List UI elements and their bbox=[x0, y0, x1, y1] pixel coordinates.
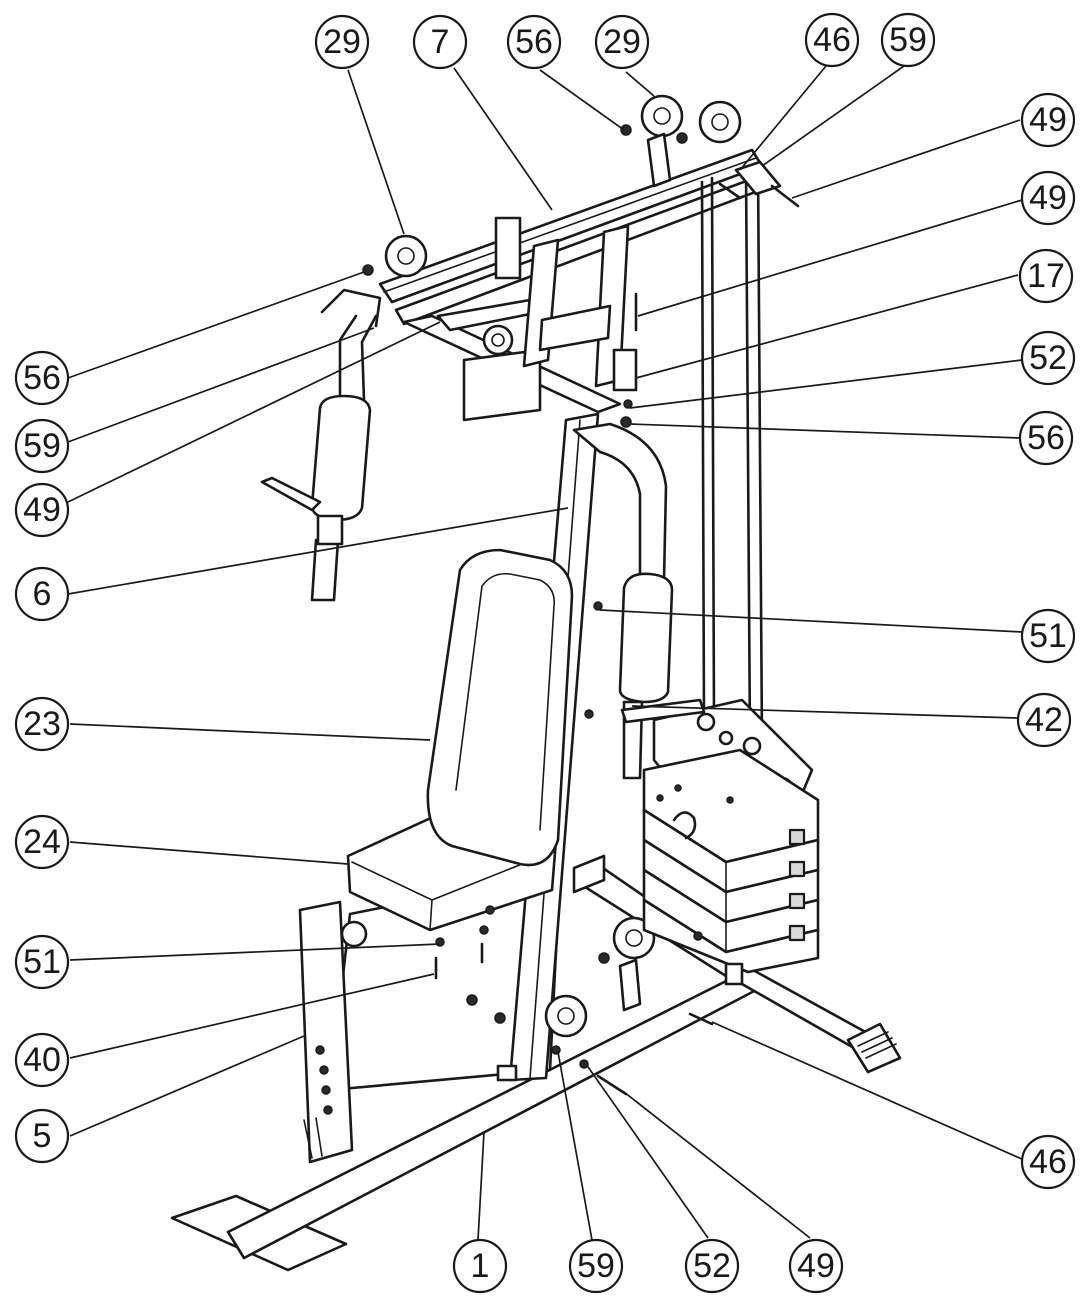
left-top-hook bbox=[320, 288, 382, 328]
svg-text:6: 6 bbox=[33, 575, 52, 613]
callout-23: 23 bbox=[14, 696, 70, 752]
left-top-pulley bbox=[384, 234, 428, 278]
callout-29-top-right: 29 bbox=[594, 14, 650, 70]
top-right-bolt bbox=[770, 184, 800, 208]
top-crossbar-lower bbox=[394, 174, 768, 326]
rear-junction bbox=[724, 962, 744, 986]
guide-rod-right bbox=[744, 168, 752, 744]
top-pulley-2 bbox=[698, 100, 742, 144]
callout-17: 17 bbox=[1018, 248, 1074, 304]
selector-pin bbox=[620, 698, 706, 724]
pulley-bracket-top bbox=[646, 132, 672, 188]
callout-52-right: 52 bbox=[1020, 330, 1076, 386]
svg-text:56: 56 bbox=[23, 359, 61, 397]
svg-text:51: 51 bbox=[1029, 617, 1067, 655]
svg-text:40: 40 bbox=[23, 1041, 61, 1079]
svg-text:17: 17 bbox=[1027, 257, 1065, 295]
lower-pulley-front bbox=[544, 994, 588, 1038]
callout-40: 40 bbox=[14, 1032, 70, 1088]
callout-42: 42 bbox=[1016, 692, 1072, 748]
callout-7: 7 bbox=[412, 14, 468, 70]
home-gym-machine bbox=[170, 94, 902, 1272]
left-handle-stub bbox=[260, 476, 322, 512]
front-post-pivot bbox=[340, 920, 368, 948]
svg-text:49: 49 bbox=[23, 491, 61, 529]
callout-51-right: 51 bbox=[1020, 608, 1076, 664]
left-arm-collar bbox=[316, 514, 344, 546]
upright-foot bbox=[496, 1064, 518, 1082]
svg-text:46: 46 bbox=[1029, 1143, 1067, 1181]
svg-text:49: 49 bbox=[1029, 179, 1067, 217]
front-post bbox=[298, 900, 354, 1164]
callout-1: 1 bbox=[452, 1238, 508, 1294]
svg-text:49: 49 bbox=[797, 1247, 835, 1285]
svg-text:52: 52 bbox=[1029, 339, 1067, 377]
svg-text:29: 29 bbox=[603, 23, 641, 61]
svg-text:56: 56 bbox=[515, 23, 553, 61]
callout-49-right-2: 49 bbox=[1020, 170, 1076, 226]
svg-text:51: 51 bbox=[23, 943, 61, 981]
svg-text:24: 24 bbox=[23, 823, 61, 861]
back-pad bbox=[426, 548, 574, 867]
callouts: 29 7 56 29 46 59 49 49 17 52 56 56 59 49… bbox=[14, 12, 1076, 1294]
callout-49-left: 49 bbox=[14, 482, 70, 538]
svg-text:52: 52 bbox=[693, 1247, 731, 1285]
callout-24: 24 bbox=[14, 814, 70, 870]
callout-56-top: 56 bbox=[506, 14, 562, 70]
bolt-49-base bbox=[596, 1074, 628, 1096]
pulley-bracket-lower bbox=[618, 958, 642, 1012]
guide-rod-left bbox=[700, 180, 706, 722]
pivot-bracket bbox=[612, 348, 638, 392]
top-crossbar bbox=[378, 148, 764, 304]
weight-pin-handle bbox=[672, 811, 697, 840]
svg-text:7: 7 bbox=[431, 23, 450, 61]
callout-49-bottom: 49 bbox=[788, 1238, 844, 1294]
callout-49-right-1: 49 bbox=[1020, 92, 1076, 148]
svg-text:49: 49 bbox=[1029, 101, 1067, 139]
callout-5: 5 bbox=[14, 1108, 70, 1164]
callout-59-left: 59 bbox=[14, 418, 70, 474]
callout-6: 6 bbox=[14, 566, 70, 622]
center-guide bbox=[494, 216, 522, 280]
leader-lines bbox=[67, 65, 1025, 1241]
callout-51-left: 51 bbox=[14, 934, 70, 990]
svg-text:56: 56 bbox=[1027, 419, 1065, 457]
center-bridge bbox=[538, 304, 612, 352]
svg-text:59: 59 bbox=[889, 21, 927, 59]
callout-59-bottom: 59 bbox=[568, 1238, 624, 1294]
svg-text:5: 5 bbox=[33, 1117, 52, 1155]
svg-text:59: 59 bbox=[23, 427, 61, 465]
top-pulley-1 bbox=[640, 94, 684, 138]
callout-56-right: 56 bbox=[1018, 410, 1074, 466]
callout-46-top: 46 bbox=[804, 12, 860, 68]
rear-foot-cap bbox=[846, 1022, 902, 1074]
callout-46-right: 46 bbox=[1020, 1134, 1076, 1190]
callout-29-top-left: 29 bbox=[314, 14, 370, 70]
top-right-bracket bbox=[734, 160, 782, 196]
adjuster-knob bbox=[482, 324, 514, 356]
bolt-46-base bbox=[688, 1012, 714, 1026]
svg-text:1: 1 bbox=[471, 1247, 490, 1285]
callout-56-left: 56 bbox=[14, 350, 70, 406]
svg-text:29: 29 bbox=[323, 23, 361, 61]
right-arm-pad bbox=[618, 572, 674, 704]
callout-59-top: 59 bbox=[880, 12, 936, 68]
callout-52-bottom: 52 bbox=[684, 1238, 740, 1294]
weight-stack bbox=[642, 748, 820, 974]
svg-text:59: 59 bbox=[577, 1247, 615, 1285]
svg-text:42: 42 bbox=[1025, 701, 1063, 739]
svg-text:46: 46 bbox=[813, 21, 851, 59]
rail-end-cap bbox=[572, 854, 606, 894]
svg-text:23: 23 bbox=[23, 705, 61, 743]
adjuster-block bbox=[462, 348, 542, 422]
